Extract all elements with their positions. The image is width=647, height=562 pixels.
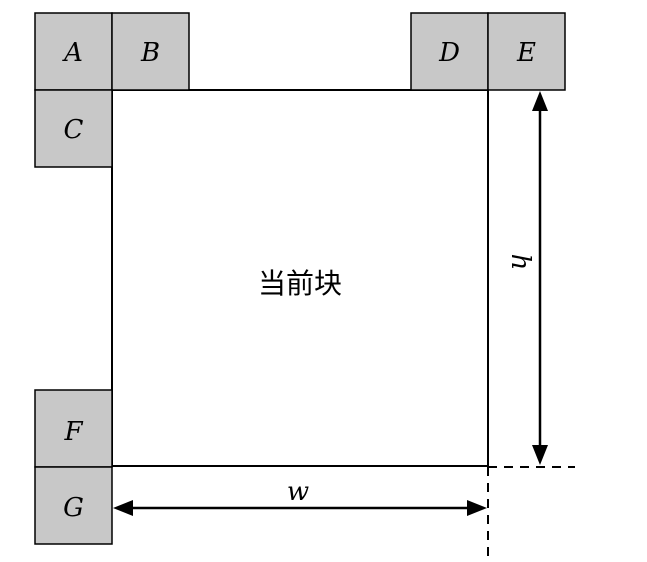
neighbor-block-b: B [111, 12, 190, 91]
neighbor-block-d: D [410, 12, 489, 91]
height-dimension-arrow [532, 91, 548, 465]
height-arrow-bottom-head [532, 445, 548, 465]
width-arrow-left-head [113, 500, 133, 516]
neighbor-block-e-label: E [516, 38, 536, 68]
width-arrow-right-head [467, 500, 487, 516]
neighbor-block-g: G [34, 466, 113, 545]
width-dimension-arrow [113, 500, 487, 516]
neighbor-block-e: E [487, 12, 566, 91]
height-label: h [505, 254, 535, 271]
neighbor-block-c-label: C [64, 115, 84, 145]
neighbor-block-f-label: F [63, 417, 83, 447]
width-label: w [287, 477, 309, 507]
current-block [111, 89, 489, 467]
height-arrow-top-head [532, 91, 548, 111]
neighbor-block-a: A [34, 12, 113, 91]
neighbor-block-c: C [34, 89, 113, 168]
neighbor-block-g-label: G [63, 493, 84, 523]
neighbor-block-b-label: B [140, 38, 160, 68]
current-block-label: 当前块 [258, 267, 342, 300]
neighbor-block-d-label: D [438, 38, 460, 68]
neighbor-block-a-label: A [62, 38, 83, 68]
neighbor-block-f: F [34, 389, 113, 468]
